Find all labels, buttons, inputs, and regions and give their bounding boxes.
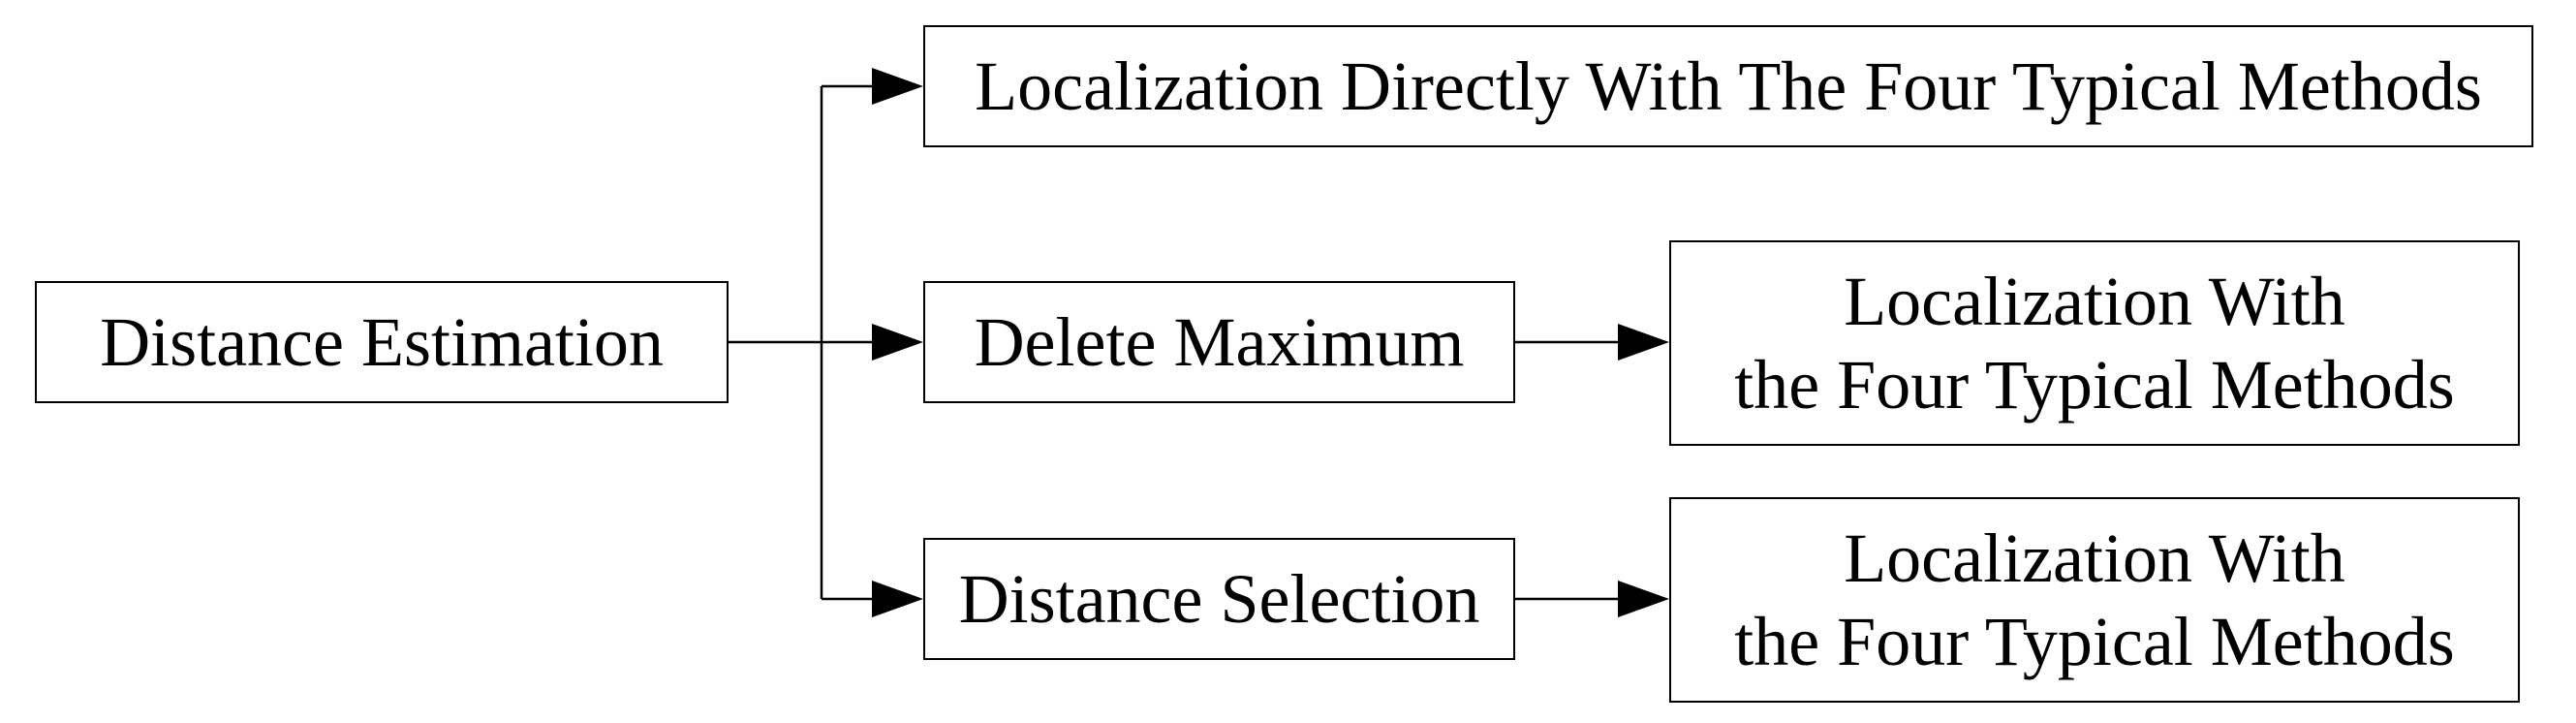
arrowhead-delete-loc	[1618, 324, 1669, 361]
delete-maximum-box: Delete Maximum	[923, 281, 1515, 403]
localization-directly-label: Localization Directly With The Four Typi…	[975, 47, 2482, 125]
localization-after-selection-line1: Localization With	[1844, 519, 2345, 597]
localization-after-delete-line1: Localization With	[1844, 263, 2345, 340]
arrowhead-select	[872, 581, 923, 617]
distance-estimation-label: Distance Estimation	[100, 303, 664, 381]
distance-selection-label: Distance Selection	[958, 560, 1480, 638]
arrowhead-direct	[872, 68, 923, 105]
distance-estimation-box: Distance Estimation	[35, 281, 729, 403]
distance-selection-box: Distance Selection	[923, 538, 1515, 660]
localization-after-delete-box: Localization With the Four Typical Metho…	[1669, 240, 2520, 446]
delete-maximum-label: Delete Maximum	[974, 303, 1465, 381]
arrowhead-select-loc	[1618, 581, 1669, 617]
arrowhead-delete	[872, 324, 923, 361]
localization-after-selection-line2: the Four Typical Methods	[1734, 603, 2455, 680]
localization-after-selection-box: Localization With the Four Typical Metho…	[1669, 497, 2520, 703]
localization-directly-box: Localization Directly With The Four Typi…	[923, 25, 2533, 147]
localization-after-delete-line2: the Four Typical Methods	[1734, 346, 2455, 424]
